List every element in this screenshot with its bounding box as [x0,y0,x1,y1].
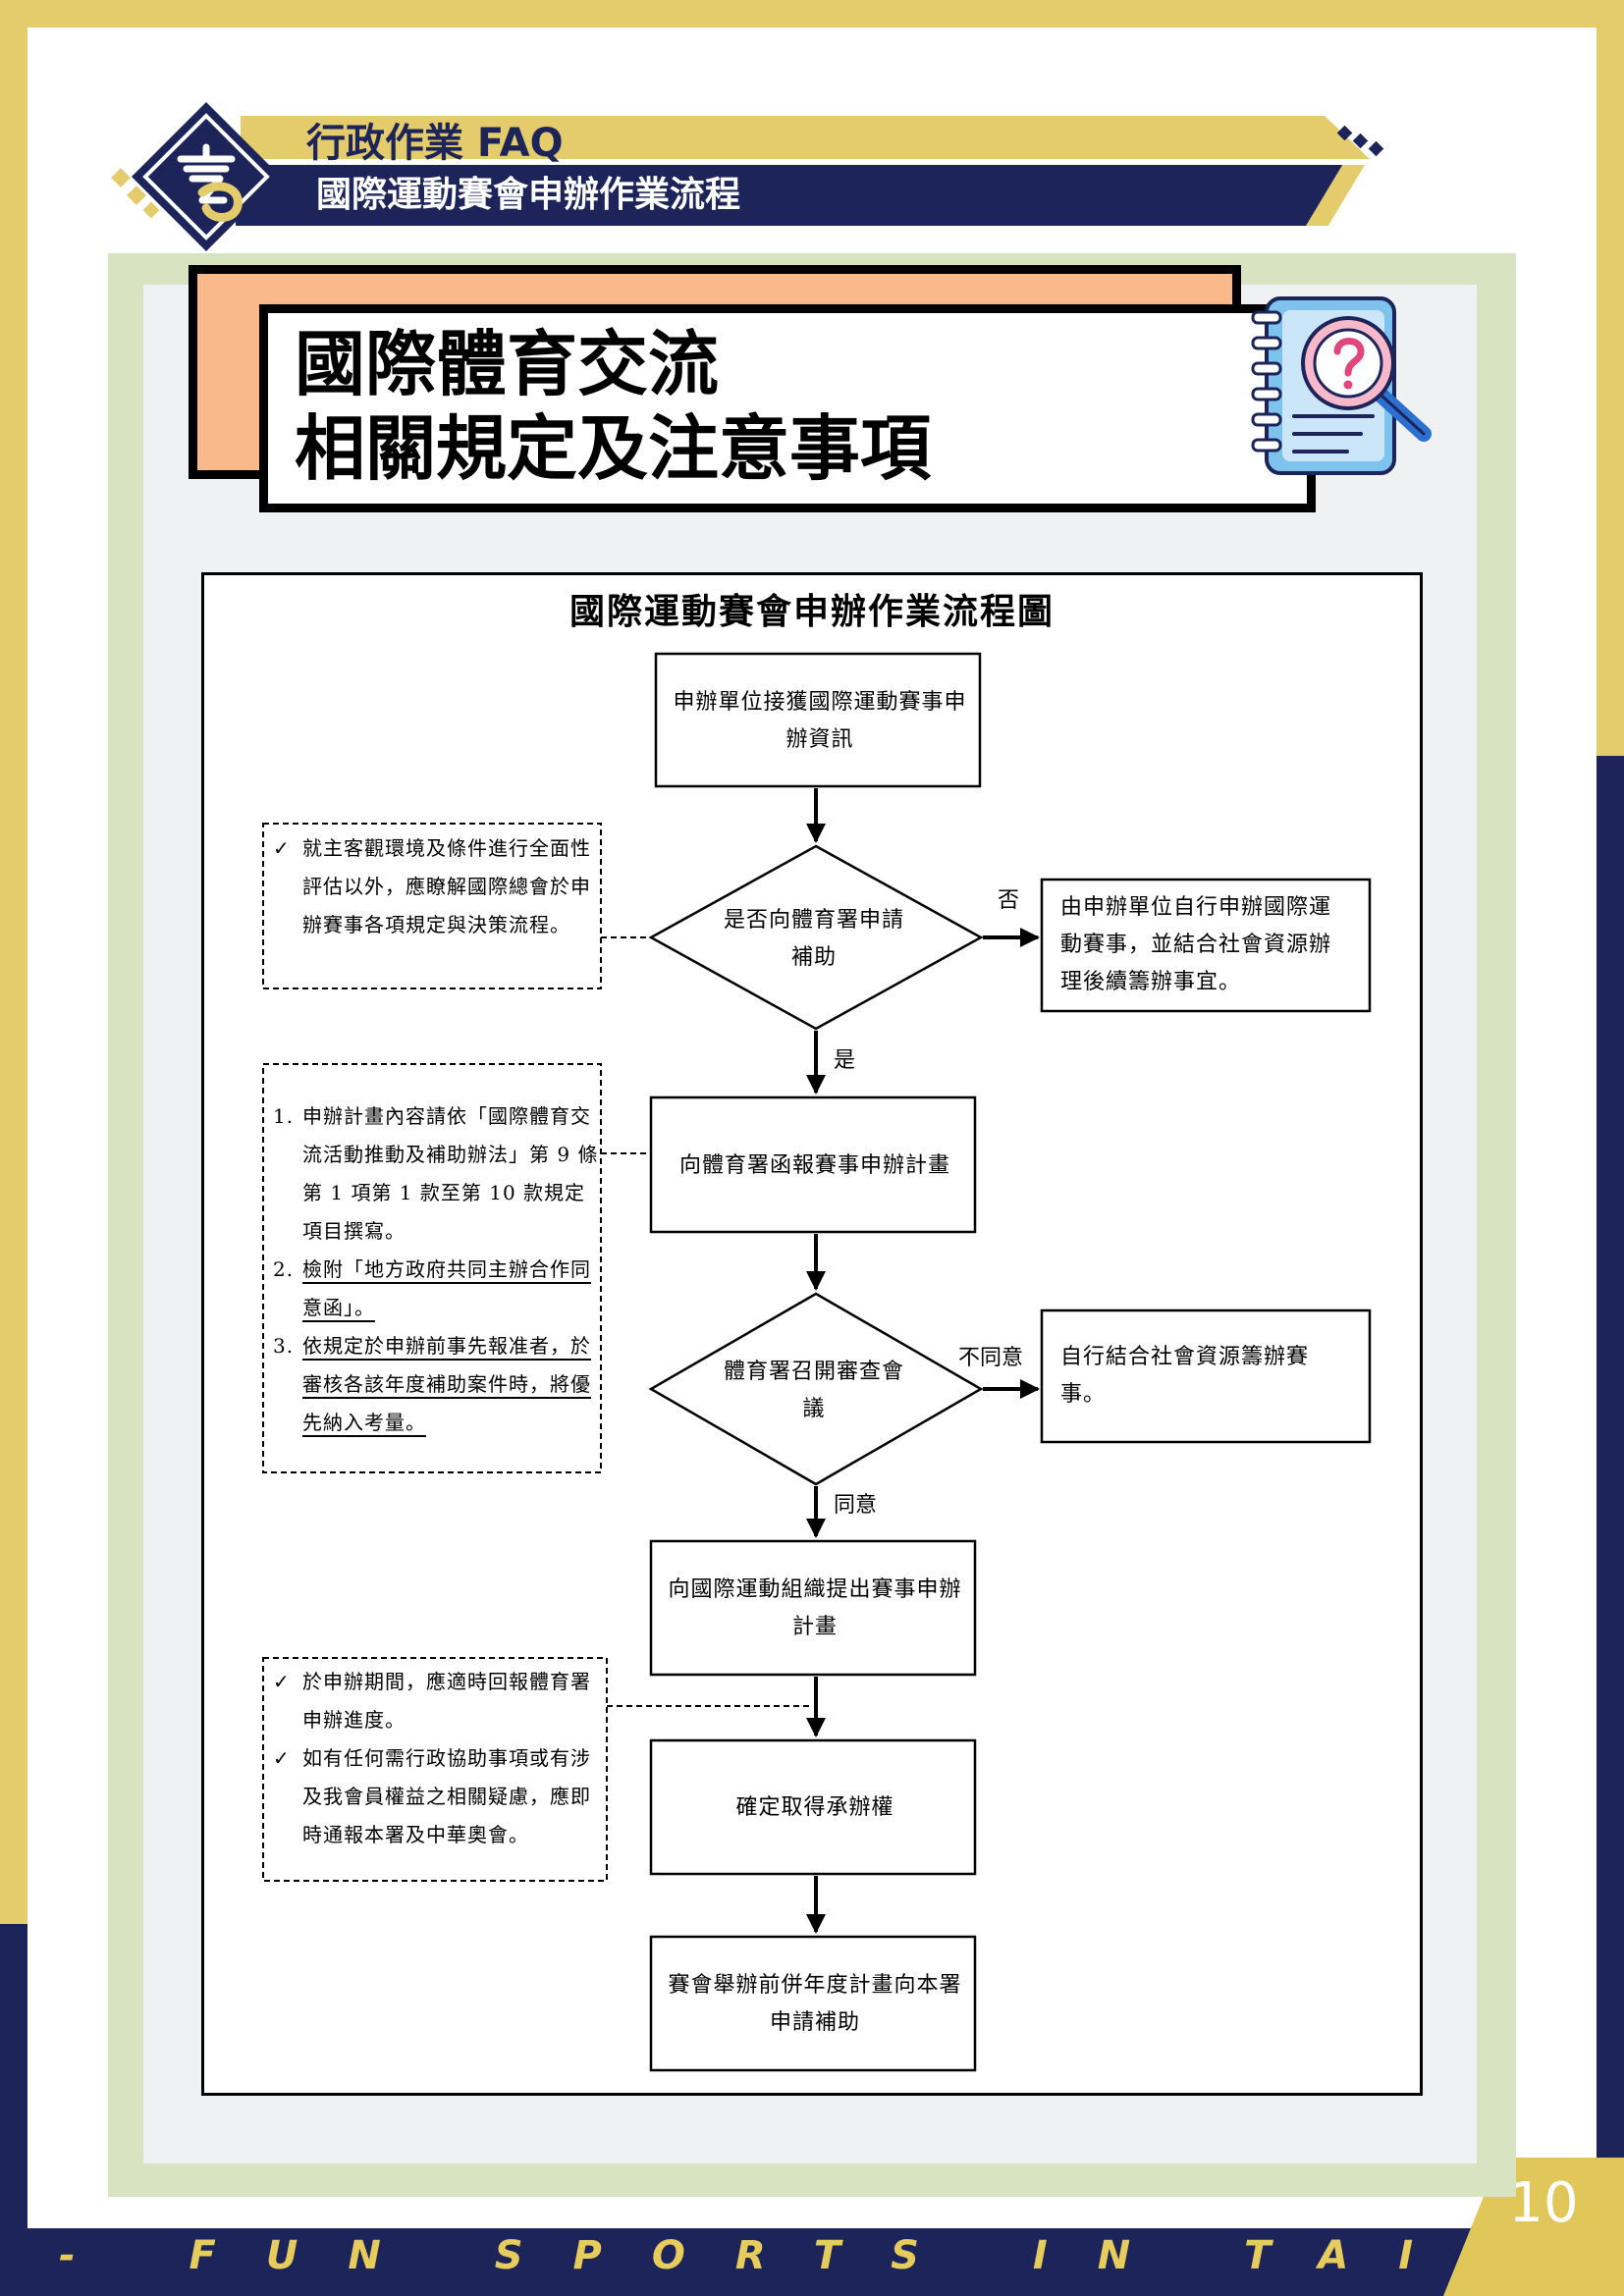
flow-box-start-border [654,652,982,788]
flowchart-title: 國際運動賽會申辦作業流程圖 [568,591,1055,632]
note-bid-item-1: ✓ 於申辦期間，應適時回報體育署申辦進度。 [273,1663,605,1739]
flow-box-submit-plan: 向體育署函報賽事申辦計畫 [678,1152,950,1178]
sports-administration-logo-icon [111,102,281,251]
label-agree: 同意 [834,1493,878,1518]
label-yes: 是 [834,1048,856,1073]
faq-notebook-magnifier-icon [1251,296,1432,475]
note-evaluation: ✓ 就主客觀環境及條件進行全面性評估以外，應瞭解國際總會於申辦賽事各項規定與決策… [273,829,599,987]
note-plan-item-2: 2. 檢附「地方政府共同主辦合作同意函」。 [273,1251,599,1327]
header-gold-ribbon [241,116,1370,159]
note3-border [262,1657,608,1882]
flow-decision-1: 是否向體育署申請補助 [723,908,904,970]
flow-box-confirm-border [649,1738,977,1876]
label-no: 否 [998,888,1020,913]
note-bid-item-2: ✓ 如有任何需行政協助事項或有涉及我會員權益之相關疑慮，應即時通報本署及中華奧會… [273,1739,605,1854]
checkmark-icon: ✓ [273,1670,291,1693]
header-navy-ribbon [236,165,1345,226]
flow-box-no-branch: 由申辦單位自行申辦國際運動賽事，並結合社會資源辦理後續籌辦事宜。 [1060,895,1332,994]
header-subtitle: 國際運動賽會申辦作業流程 [316,175,741,215]
flow-box-start: 申辦單位接獲國際運動賽事申辦資訊 [673,689,967,752]
checkmark-icon: ✓ [273,836,291,860]
page-number: 10 [1508,2171,1579,2235]
label-disagree: 不同意 [958,1346,1024,1370]
decision2-diamond [648,1292,984,1486]
flow-box-final: 賽會舉辦前併年度計畫向本署申請補助 [668,1973,962,2035]
note1-border [262,823,602,989]
flow-box-submit-plan-border [649,1095,977,1234]
note-plan-item-1: 1. 申辦計畫內容請依「國際體育交流活動推動及補助辦法」第 9 條第 1 項第 … [273,1097,599,1251]
decision1-diamond [648,844,984,1031]
flow-box-final-border [649,1935,977,2072]
header-decoration-icon [1336,125,1384,157]
note-evaluation-item: ✓ 就主客觀環境及條件進行全面性評估以外，應瞭解國際總會於申辦賽事各項規定與決策… [273,829,599,944]
flow-box-disagree-branch-border [1040,1308,1372,1444]
note2-border [262,1063,602,1473]
banner-card [259,304,1316,512]
note-plan-text-1: 申辦計畫內容請依「國際體育交流活動推動及補助辦法」第 9 條第 1 項第 1 款… [302,1104,599,1243]
flow-box-confirm: 確定取得承辦權 [735,1795,894,1820]
note-plan-text-3: 依規定於申辦前事先報准者，於審核各該年度補助案件時，將優先納入考量。 [302,1334,591,1434]
note-plan-text-2: 檢附「地方政府共同主辦合作同意函」。 [302,1257,591,1319]
note-bid-text-1: 於申辦期間，應適時回報體育署申辦進度。 [302,1670,591,1732]
banner-title-line1: 國際體育交流 [295,323,720,405]
list-number: 3. [273,1334,295,1358]
note-evaluation-text: 就主客觀環境及條件進行全面性評估以外，應瞭解國際總會於申辦賽事各項規定與決策流程… [302,836,591,936]
note-bid-period: ✓ 於申辦期間，應適時回報體育署申辦進度。 ✓ 如有任何需行政協助事項或有涉及我… [273,1663,605,1879]
flow-decision-2: 體育署召開審查會議 [723,1360,904,1421]
footer-slogan: - FUN SPORTS IN TAIWAN - [59,2233,1434,2278]
list-number: 2. [273,1257,295,1281]
header-title: 行政作業 FAQ [306,121,564,166]
note-plan-requirements: 1. 申辦計畫內容請依「國際體育交流活動推動及補助辦法」第 9 條第 1 項第 … [273,1097,599,1490]
note-bid-text-2: 如有任何需行政協助事項或有涉及我會員權益之相關疑慮，應即時通報本署及中華奧會。 [302,1746,591,1846]
banner-title-line2: 相關規定及注意事項 [295,407,932,490]
right-navy-edge [1597,756,1624,2296]
list-number: 1. [273,1104,295,1128]
flow-box-disagree-branch: 自行結合社會資源籌辦賽事。 [1060,1345,1310,1407]
flow-box-no-branch-border [1040,878,1372,1013]
flowchart-connectors [262,652,1372,2072]
footer-band [0,2228,1624,2296]
checkmark-icon: ✓ [273,1746,291,1770]
flow-box-propose-intl: 向國際運動組織提出賽事申辦計畫 [668,1577,962,1639]
flow-box-propose-intl-border [649,1539,977,1677]
note-plan-item-3: 3. 依規定於申辦前事先報准者，於審核各該年度補助案件時，將優先納入考量。 [273,1327,599,1442]
